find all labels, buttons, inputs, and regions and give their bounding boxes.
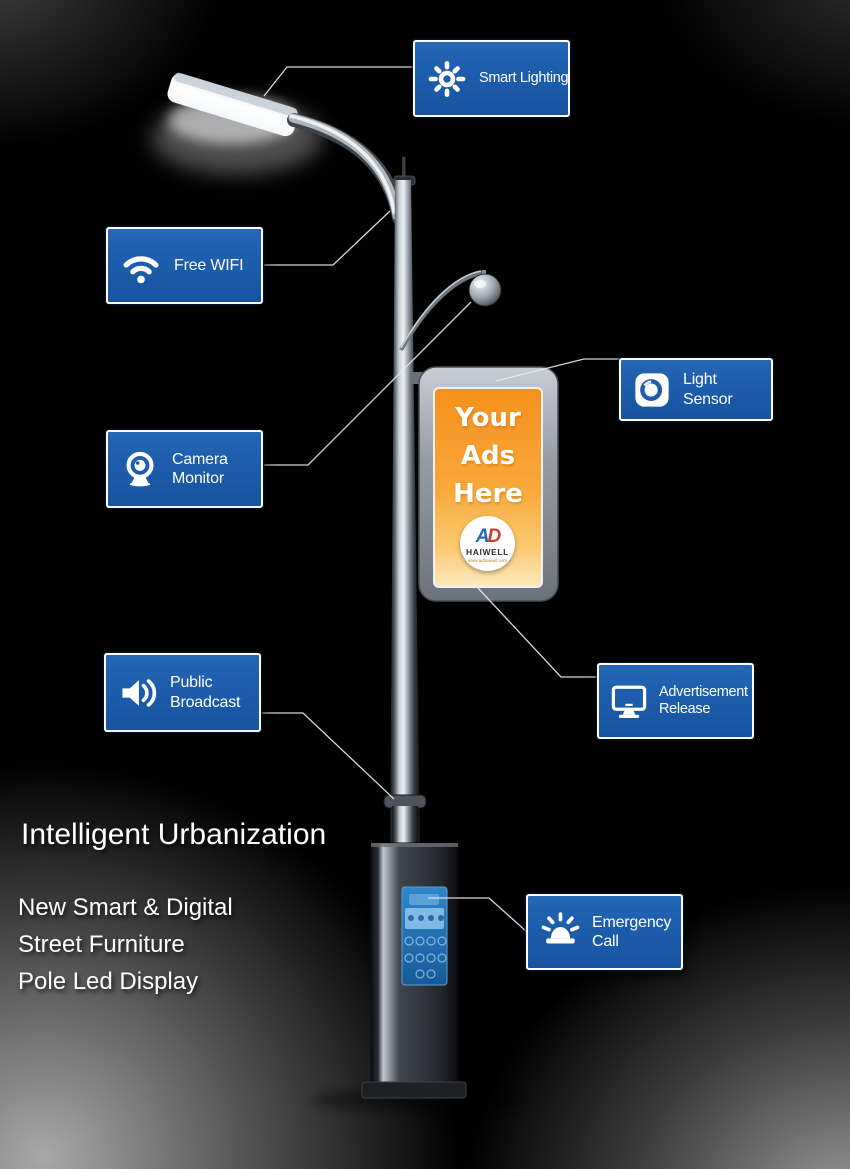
ad-line: Your — [455, 403, 521, 433]
subtitle-line: Street Furniture — [18, 931, 185, 958]
haiwell-logo: AD HAIWELL www.adhaiwell.com — [460, 516, 515, 571]
connector-public-broadcast — [261, 712, 395, 800]
pole-shaft — [390, 180, 420, 844]
webcam-icon — [118, 447, 162, 491]
speaker-icon — [116, 671, 160, 715]
connector-camera-monitor — [264, 301, 472, 466]
haiwell-ad-mark: AD — [475, 525, 501, 547]
page-subtitle: New Smart & Digital Street Furniture Pol… — [18, 889, 233, 1000]
siren-icon — [538, 910, 582, 954]
callout-free-wifi: Free WIFI — [106, 227, 263, 304]
page-title: Intelligent Urbanization — [21, 818, 327, 851]
pole-collar — [383, 794, 427, 846]
connector-light-sensor — [495, 358, 620, 382]
ad-line: Here — [453, 479, 523, 509]
ad-screen-text: Your Ads Here — [434, 399, 542, 513]
sun-light-icon — [425, 57, 469, 101]
connector-smart-lighting — [263, 66, 414, 97]
connector-free-wifi — [264, 210, 391, 266]
pole-arm-arc — [287, 113, 406, 225]
subtitle-line: New Smart & Digital — [18, 894, 233, 921]
subtitle-line: Pole Led Display — [18, 968, 199, 995]
dome-camera-ball — [468, 273, 502, 307]
haiwell-logo-site: www.adhaiwell.com — [467, 557, 508, 563]
cabinet-touchscreen — [401, 886, 448, 986]
ad-line: Ads — [460, 441, 516, 471]
connector-emergency-call — [428, 897, 528, 933]
callout-smart-lighting: Smart Lighting — [413, 40, 570, 117]
wifi-icon — [118, 243, 164, 289]
callout-label: Smart Lighting — [479, 69, 569, 86]
monitor-icon — [607, 679, 651, 723]
haiwell-logo-name: HAIWELL — [466, 546, 509, 557]
light-sensor-icon — [631, 369, 673, 411]
connector-ad-release — [463, 572, 598, 678]
callout-label: Free WIFI — [174, 256, 244, 274]
lamp-head — [167, 72, 299, 137]
connector-lines — [261, 66, 620, 933]
